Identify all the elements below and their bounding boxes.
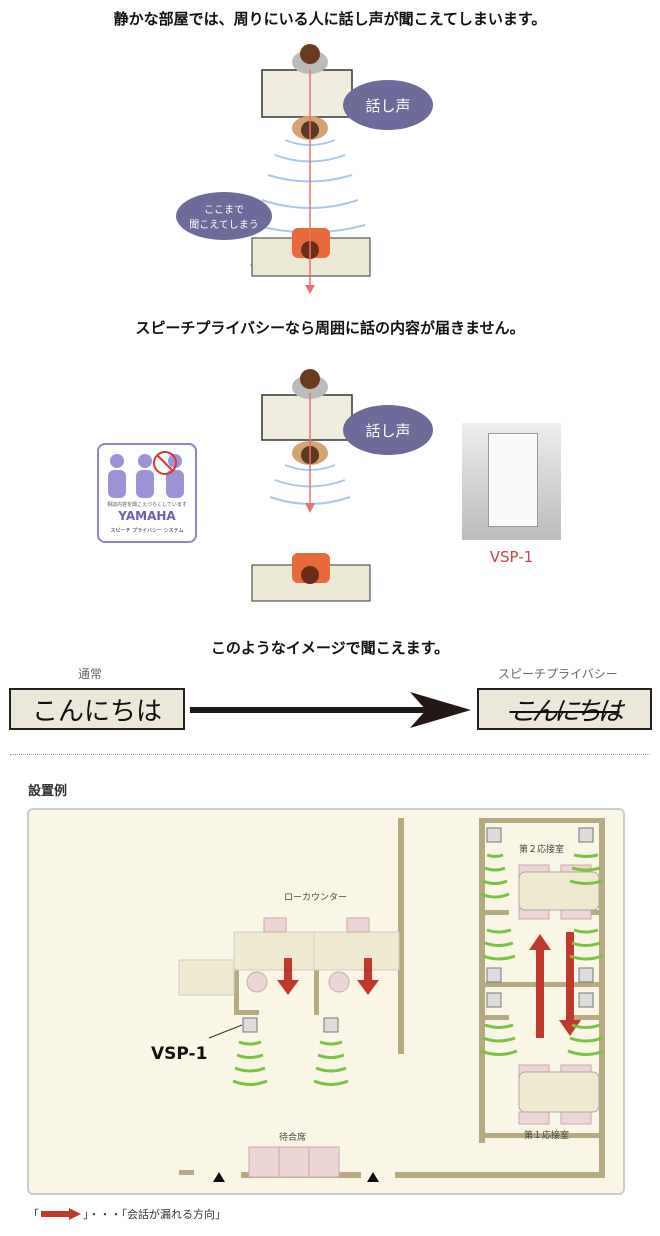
logo-caption: 相談内容を聞こえづらくしています: [107, 502, 187, 508]
legend-open: 「: [28, 1208, 39, 1221]
room1-label: 第１応接室: [524, 1131, 570, 1141]
legend: 「 」・・・「会話が漏れる方向」: [28, 1206, 226, 1222]
voice-bubble: 話し声: [343, 405, 433, 455]
normal-label: 通常: [78, 667, 103, 681]
leak-bubble: ここまで 聞こえてしまう: [176, 192, 272, 240]
example-heading: 設置例: [28, 784, 68, 799]
privacy-illustration: [251, 369, 371, 602]
normal-text-box: こんにちは: [9, 688, 185, 730]
voice-bubble: 話し声: [343, 80, 433, 130]
divider: [10, 754, 650, 755]
yamaha-logo-card: 相談内容を聞こえづらくしています YAMAHA スピーチ プライバシー システム: [97, 443, 197, 543]
people-icon: [108, 451, 184, 498]
section1-title: 静かな部屋では、周りにいる人に話し声が聞こえてしまいます。: [113, 10, 547, 28]
privacy-text-box: こんにちは: [477, 688, 652, 730]
section3-title: このようなイメージで聞こえます。: [210, 639, 450, 657]
room2-label: 第２応接室: [519, 845, 565, 855]
legend-text: 」・・・「会話が漏れる方向」: [83, 1208, 226, 1221]
section2-title: スピーチプライバシーなら周囲に話の内容が届きません。: [135, 319, 525, 337]
privacy-label: スピーチプライバシー: [498, 667, 618, 681]
red-arrow-icon: [41, 1208, 81, 1220]
floor-plan-drawing: [178, 818, 605, 1182]
product-label: VSP-1: [489, 548, 534, 566]
leak-illustration: [249, 44, 371, 294]
logo-system: スピーチ プライバシー システム: [110, 528, 184, 534]
low-counter-label: ローカウンター: [284, 893, 348, 903]
vsp1-product-image: [462, 423, 561, 540]
waiting-label: 待合席: [279, 1133, 307, 1143]
floor-plan: ローカウンター 第２応接室 第１応接室 待合席 VSP-1: [27, 808, 625, 1195]
arrow-icon: [190, 692, 471, 728]
logo-brand: YAMAHA: [118, 509, 176, 523]
device-label: VSP-1: [151, 1044, 208, 1064]
